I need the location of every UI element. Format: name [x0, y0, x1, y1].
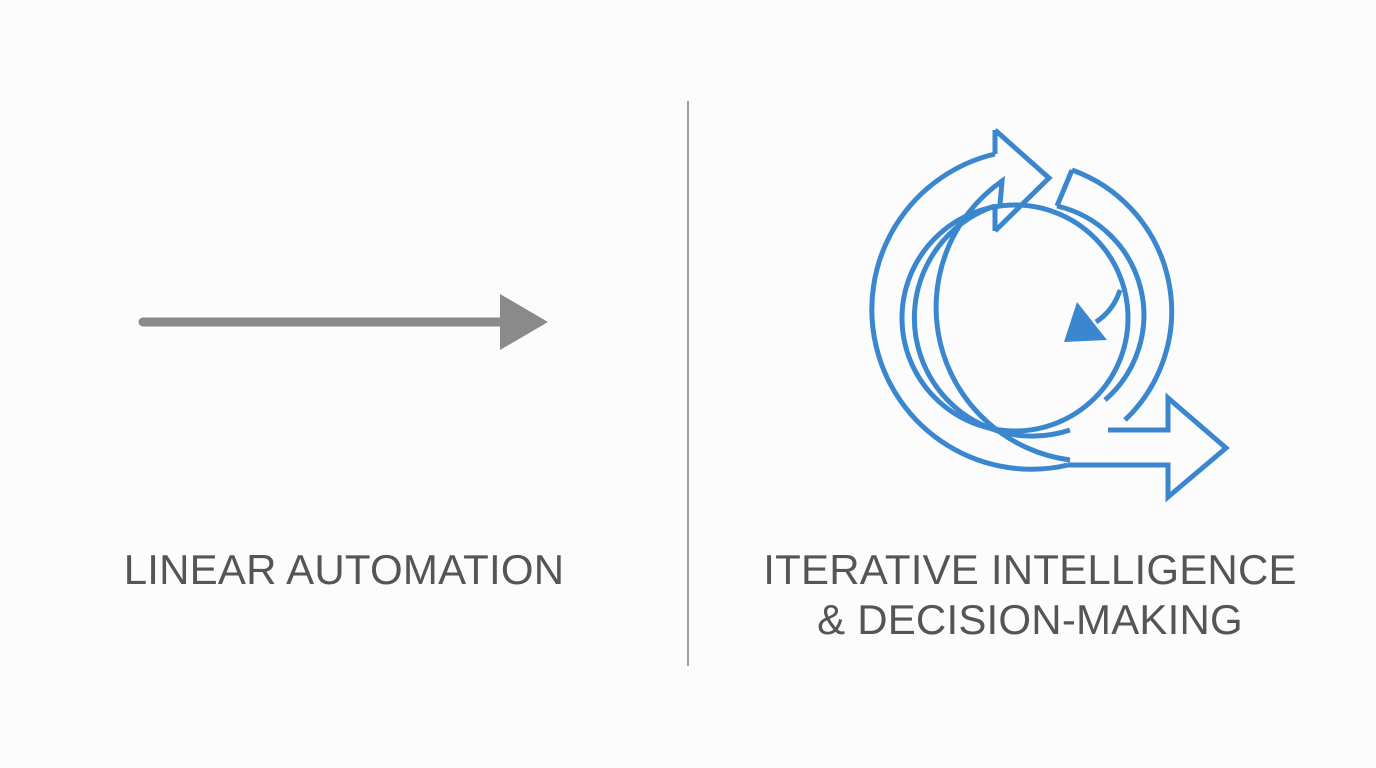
- iterative-intelligence-label-line2: & DECISION-MAKING: [817, 596, 1243, 643]
- linear-automation-label: LINEAR AUTOMATION: [123, 546, 565, 593]
- iterative-intelligence-label: ITERATIVE INTELLIGENCE & DECISION-MAKING: [730, 545, 1330, 645]
- iterative-intelligence-label-line1: ITERATIVE INTELLIGENCE: [763, 546, 1297, 593]
- divider: [687, 101, 689, 666]
